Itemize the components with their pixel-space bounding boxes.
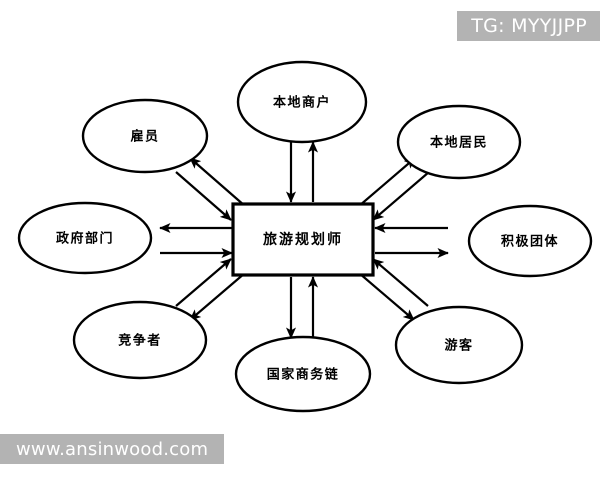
node-business-chain[interactable]: 国家商务链 [234,335,372,413]
node-government-label: 政府部门 [56,231,114,247]
node-tourists[interactable]: 游客 [394,305,524,385]
node-competitors-label: 竞争者 [118,333,162,349]
node-tourists-label: 游客 [444,338,473,354]
connector-center-government [159,222,233,259]
connector-center-competitors [175,258,246,321]
watermark-telegram: TG: MYYJJPP [457,11,600,41]
node-competitors[interactable]: 竞争者 [72,300,208,380]
node-employees-label: 雇员 [130,129,159,145]
connector-center-local-residents [358,157,430,221]
node-center-tourism-planner[interactable]: 旅游规划师 [231,202,375,277]
connector-center-business-chain [285,276,319,339]
connector-center-employees [175,157,246,221]
node-employees[interactable]: 雇员 [81,98,209,174]
watermark-website: www.ansinwood.com [0,434,225,464]
node-active-groups-label: 积极团体 [501,234,559,250]
node-government[interactable]: 政府部门 [17,201,153,275]
connector-center-local-merchants [285,141,319,203]
node-business-chain-label: 国家商务链 [267,367,340,383]
node-local-residents[interactable]: 本地居民 [396,104,522,180]
node-local-residents-label: 本地居民 [430,135,488,151]
node-local-merchants[interactable]: 本地商户 [236,60,368,144]
node-active-groups[interactable]: 积极团体 [467,204,593,278]
connector-center-active-groups [374,222,449,259]
connector-center-tourists [358,258,429,321]
node-local-merchants-label: 本地商户 [273,95,331,111]
node-center-label: 旅游规划师 [263,231,343,248]
